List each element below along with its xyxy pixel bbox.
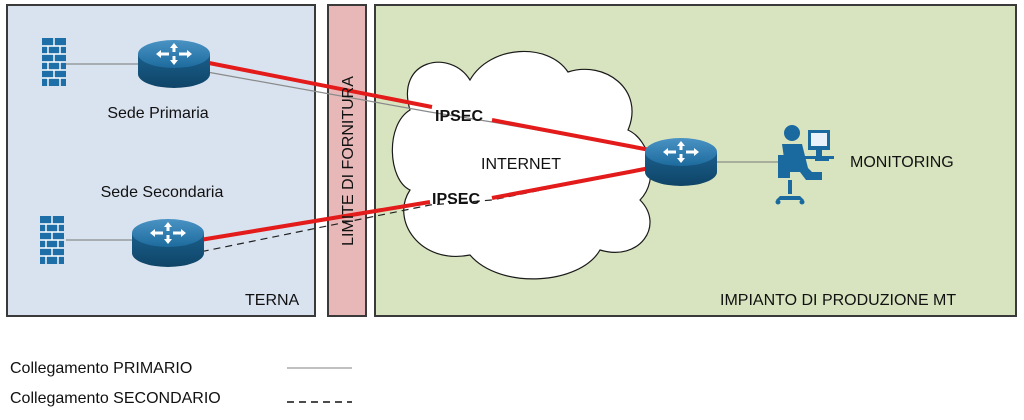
router-icon (138, 40, 210, 88)
router-icon (645, 138, 717, 186)
legend-primary-label: Collegamento PRIMARIO (10, 360, 192, 377)
ipsec-tunnel-secondary-left (199, 200, 431, 242)
legend-secondary-label: Collegamento SECONDARIO (10, 390, 221, 407)
site-secondary-label: Sede Secondaria (101, 184, 224, 201)
ipsec-tunnel-secondary-right (491, 166, 651, 200)
ipsec-tunnel-primary-right (491, 118, 651, 152)
ipsec-tunnel-primary-left (203, 60, 433, 109)
cloud-icon (391, 51, 652, 280)
internet-label: INTERNET (481, 156, 561, 173)
ipsec-primary-label: IPSEC (435, 108, 483, 125)
ipsec-secondary-label: IPSEC (432, 191, 480, 208)
workstation-operator-icon (775, 125, 834, 205)
monitoring-label: MONITORING (850, 154, 954, 171)
supply-limit-label: LIMITE DI FORNITURA (340, 76, 357, 246)
zone-supply-limit (327, 4, 367, 317)
firewall-icon (42, 38, 66, 86)
router-icon (132, 219, 204, 267)
firewall-icon (40, 216, 64, 264)
zone-plant-label: IMPIANTO DI PRODUZIONE MT (720, 292, 956, 309)
zone-terna-label: TERNA (245, 292, 300, 309)
site-primary-label: Sede Primaria (107, 105, 208, 122)
